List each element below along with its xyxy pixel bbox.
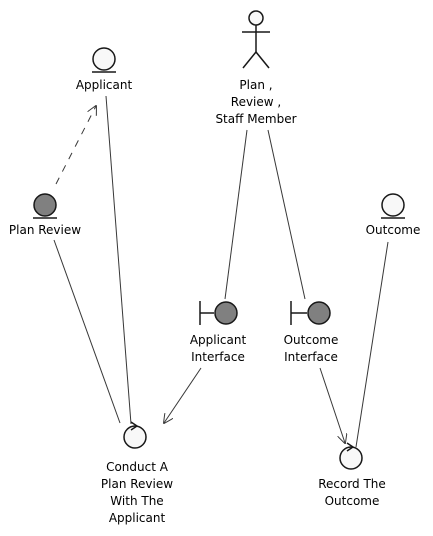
staff-member-label-line3: Staff Member	[215, 112, 297, 126]
edge-staff-outcomeinterface	[267, 129, 306, 300]
edge-outcome-record	[355, 241, 389, 448]
conduct-review-label-line3: With The	[110, 494, 164, 508]
outcome-entity-icon	[381, 193, 405, 219]
edge-staff-applicantinterface	[224, 129, 248, 300]
record-outcome-control-icon	[339, 442, 363, 470]
record-outcome-label-line2: Outcome	[324, 494, 380, 508]
applicant-label-text: Applicant	[75, 78, 133, 92]
plan-review-label-text: Plan Review	[8, 223, 82, 237]
edge-planreview-conduct	[53, 239, 121, 424]
outcome-interface-label-line2: Interface	[284, 350, 338, 364]
edge-applicantinterface-conduct	[164, 367, 202, 423]
conduct-review-control-icon	[123, 421, 147, 449]
conduct-review-label: Conduct A Plan Review With The Applicant	[77, 459, 197, 527]
conduct-review-label-line4: Applicant	[108, 511, 166, 525]
applicant-interface-label-line1: Applicant	[189, 333, 247, 347]
conduct-review-label-line1: Conduct A	[106, 460, 168, 474]
applicant-interface-label: Applicant Interface	[168, 332, 268, 366]
edge-planreview-applicant	[55, 106, 96, 185]
outcome-interface-boundary-icon	[290, 301, 331, 325]
edge-outcomeinterface-record	[319, 367, 345, 443]
conduct-review-label-line2: Plan Review	[100, 477, 174, 491]
outcome-label-text: Outcome	[365, 223, 421, 237]
staff-member-actor-icon	[242, 10, 270, 69]
staff-member-label-line2: Review ,	[230, 95, 282, 109]
staff-member-label-line1: Plan ,	[239, 78, 273, 92]
staff-member-label: Plan , Review , Staff Member	[196, 77, 316, 128]
outcome-interface-label-line1: Outcome	[283, 333, 339, 347]
plan-review-label: Plan Review	[0, 222, 95, 239]
applicant-interface-label-line2: Interface	[191, 350, 245, 364]
edge-applicant-conduct	[105, 95, 132, 425]
applicant-entity-icon	[92, 47, 116, 73]
plan-review-entity-icon	[33, 193, 57, 219]
record-outcome-label: Record The Outcome	[297, 476, 407, 510]
outcome-interface-label: Outcome Interface	[261, 332, 361, 366]
applicant-interface-boundary-icon	[199, 301, 238, 325]
record-outcome-label-line1: Record The	[318, 477, 386, 491]
applicant-label: Applicant	[54, 77, 154, 94]
outcome-label: Outcome	[353, 222, 433, 239]
